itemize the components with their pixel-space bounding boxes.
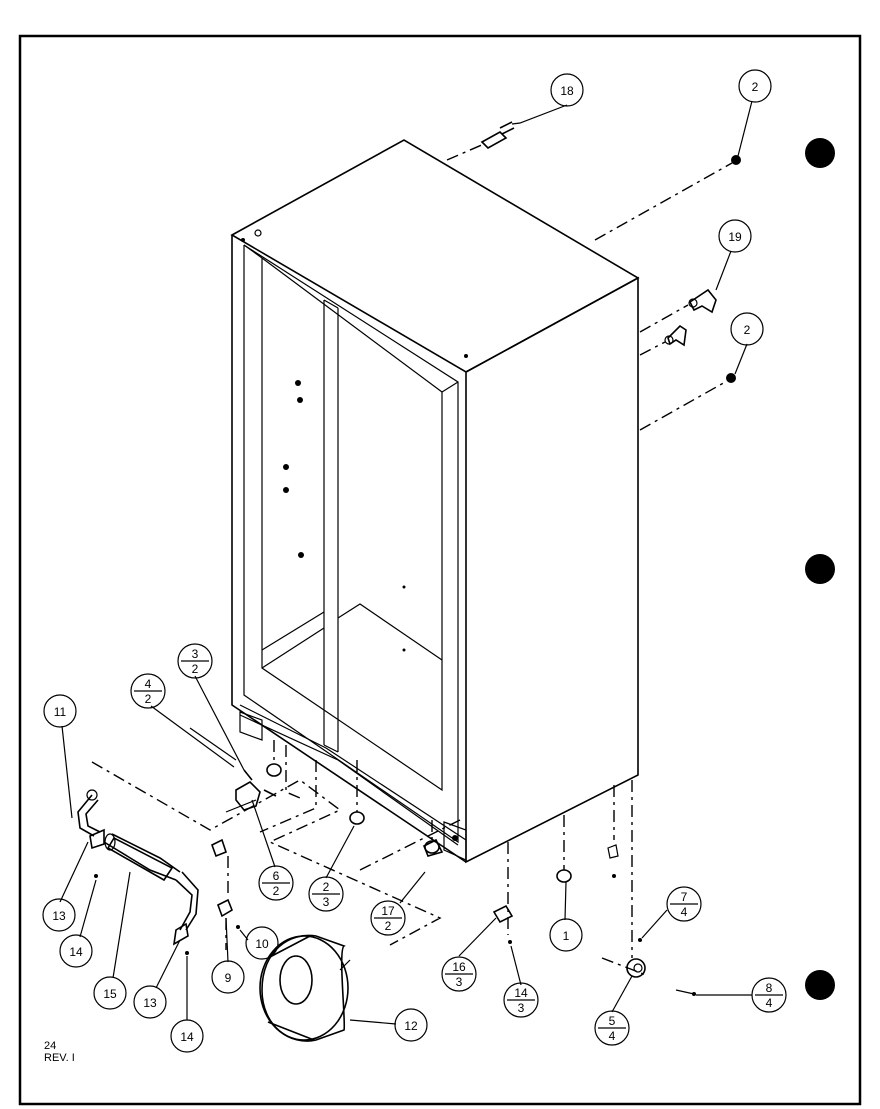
svg-text:3: 3 [456, 975, 463, 989]
callout-19: 19 [718, 219, 752, 253]
callout-11: 11 [43, 694, 77, 728]
svg-text:16: 16 [452, 960, 466, 974]
svg-text:6: 6 [273, 869, 280, 883]
part-15-tube-with-insulation [103, 833, 199, 931]
svg-text:2: 2 [145, 692, 152, 706]
svg-text:14: 14 [69, 945, 83, 959]
svg-text:2: 2 [273, 884, 280, 898]
svg-text:2: 2 [752, 80, 759, 94]
svg-text:7: 7 [681, 890, 688, 904]
svg-text:2: 2 [385, 919, 392, 933]
part-17-foot [422, 838, 444, 857]
part-10-clip [211, 838, 227, 858]
svg-text:3: 3 [192, 647, 199, 661]
callout-13-left: 13 [42, 898, 76, 932]
part-2-screw-upper [731, 155, 741, 165]
svg-text:12: 12 [404, 1019, 418, 1033]
refrigerator-cabinet [230, 139, 640, 864]
part-16-clip [492, 904, 514, 924]
callout-8-over-4: 84 [751, 977, 787, 1013]
callout-14-left: 14 [59, 934, 93, 968]
callout-2-lower: 2 [730, 312, 764, 346]
callout-9: 9 [211, 960, 245, 994]
callout-16-over-3: 163 [441, 956, 477, 992]
callout-13-right: 13 [133, 985, 167, 1019]
callout-17-over-2: 172 [370, 900, 406, 936]
binder-hole-middle [805, 554, 835, 584]
svg-text:1: 1 [563, 929, 570, 943]
callout-2-over-3: 23 [308, 876, 344, 912]
callout-14-over-3: 143 [503, 982, 539, 1018]
svg-text:2: 2 [744, 323, 751, 337]
revision-label: REV. I [44, 1052, 75, 1064]
part-6-valve [235, 769, 277, 811]
part-18-bolt [480, 121, 515, 149]
svg-text:19: 19 [728, 230, 742, 244]
svg-text:17: 17 [381, 904, 395, 918]
svg-text:13: 13 [143, 996, 157, 1010]
svg-text:4: 4 [681, 905, 688, 919]
callout-4-over-2: 42 [130, 673, 166, 709]
svg-text:5: 5 [609, 1014, 616, 1028]
callout-12: 12 [394, 1008, 428, 1042]
svg-text:9: 9 [225, 971, 232, 985]
svg-text:15: 15 [103, 987, 117, 1001]
part-13-clamps [89, 828, 189, 946]
svg-text:3: 3 [518, 1001, 525, 1015]
page-footer: 24 REV. I [44, 1040, 75, 1064]
callout-5-over-4: 54 [594, 1010, 630, 1046]
svg-text:4: 4 [766, 996, 773, 1010]
svg-text:18: 18 [560, 84, 574, 98]
callout-10: 10 [245, 926, 279, 960]
svg-text:2: 2 [192, 662, 199, 676]
part-11-tube [77, 789, 101, 837]
callout-3-over-2: 32 [177, 643, 213, 679]
svg-text:3: 3 [323, 895, 330, 909]
svg-text:14: 14 [180, 1030, 194, 1044]
svg-text:14: 14 [514, 986, 528, 1000]
page-border [18, 34, 862, 1106]
svg-text:4: 4 [609, 1029, 616, 1043]
part-9-clip [217, 898, 233, 918]
callout-6-over-2: 62 [258, 865, 294, 901]
leader-lines [59, 100, 753, 1025]
callout-1: 1 [549, 918, 583, 952]
page-number: 24 [44, 1040, 57, 1052]
binder-hole-bottom [805, 970, 835, 1000]
part-19-brackets [664, 288, 717, 347]
svg-text:13: 13 [52, 909, 66, 923]
callout-14-right: 14 [170, 1019, 204, 1053]
callout-15: 15 [93, 976, 127, 1010]
svg-text:8: 8 [766, 981, 773, 995]
svg-text:4: 4 [145, 677, 152, 691]
callout-18: 18 [550, 73, 584, 107]
callout-7-over-4: 74 [666, 886, 702, 922]
binder-hole-top [805, 138, 835, 168]
svg-text:11: 11 [54, 705, 67, 719]
part-2-screw-lower [726, 373, 736, 383]
part-12-insulation-ring [259, 934, 349, 1042]
svg-text:2: 2 [323, 880, 330, 894]
svg-text:10: 10 [255, 937, 269, 951]
callout-2-upper: 2 [738, 69, 772, 103]
